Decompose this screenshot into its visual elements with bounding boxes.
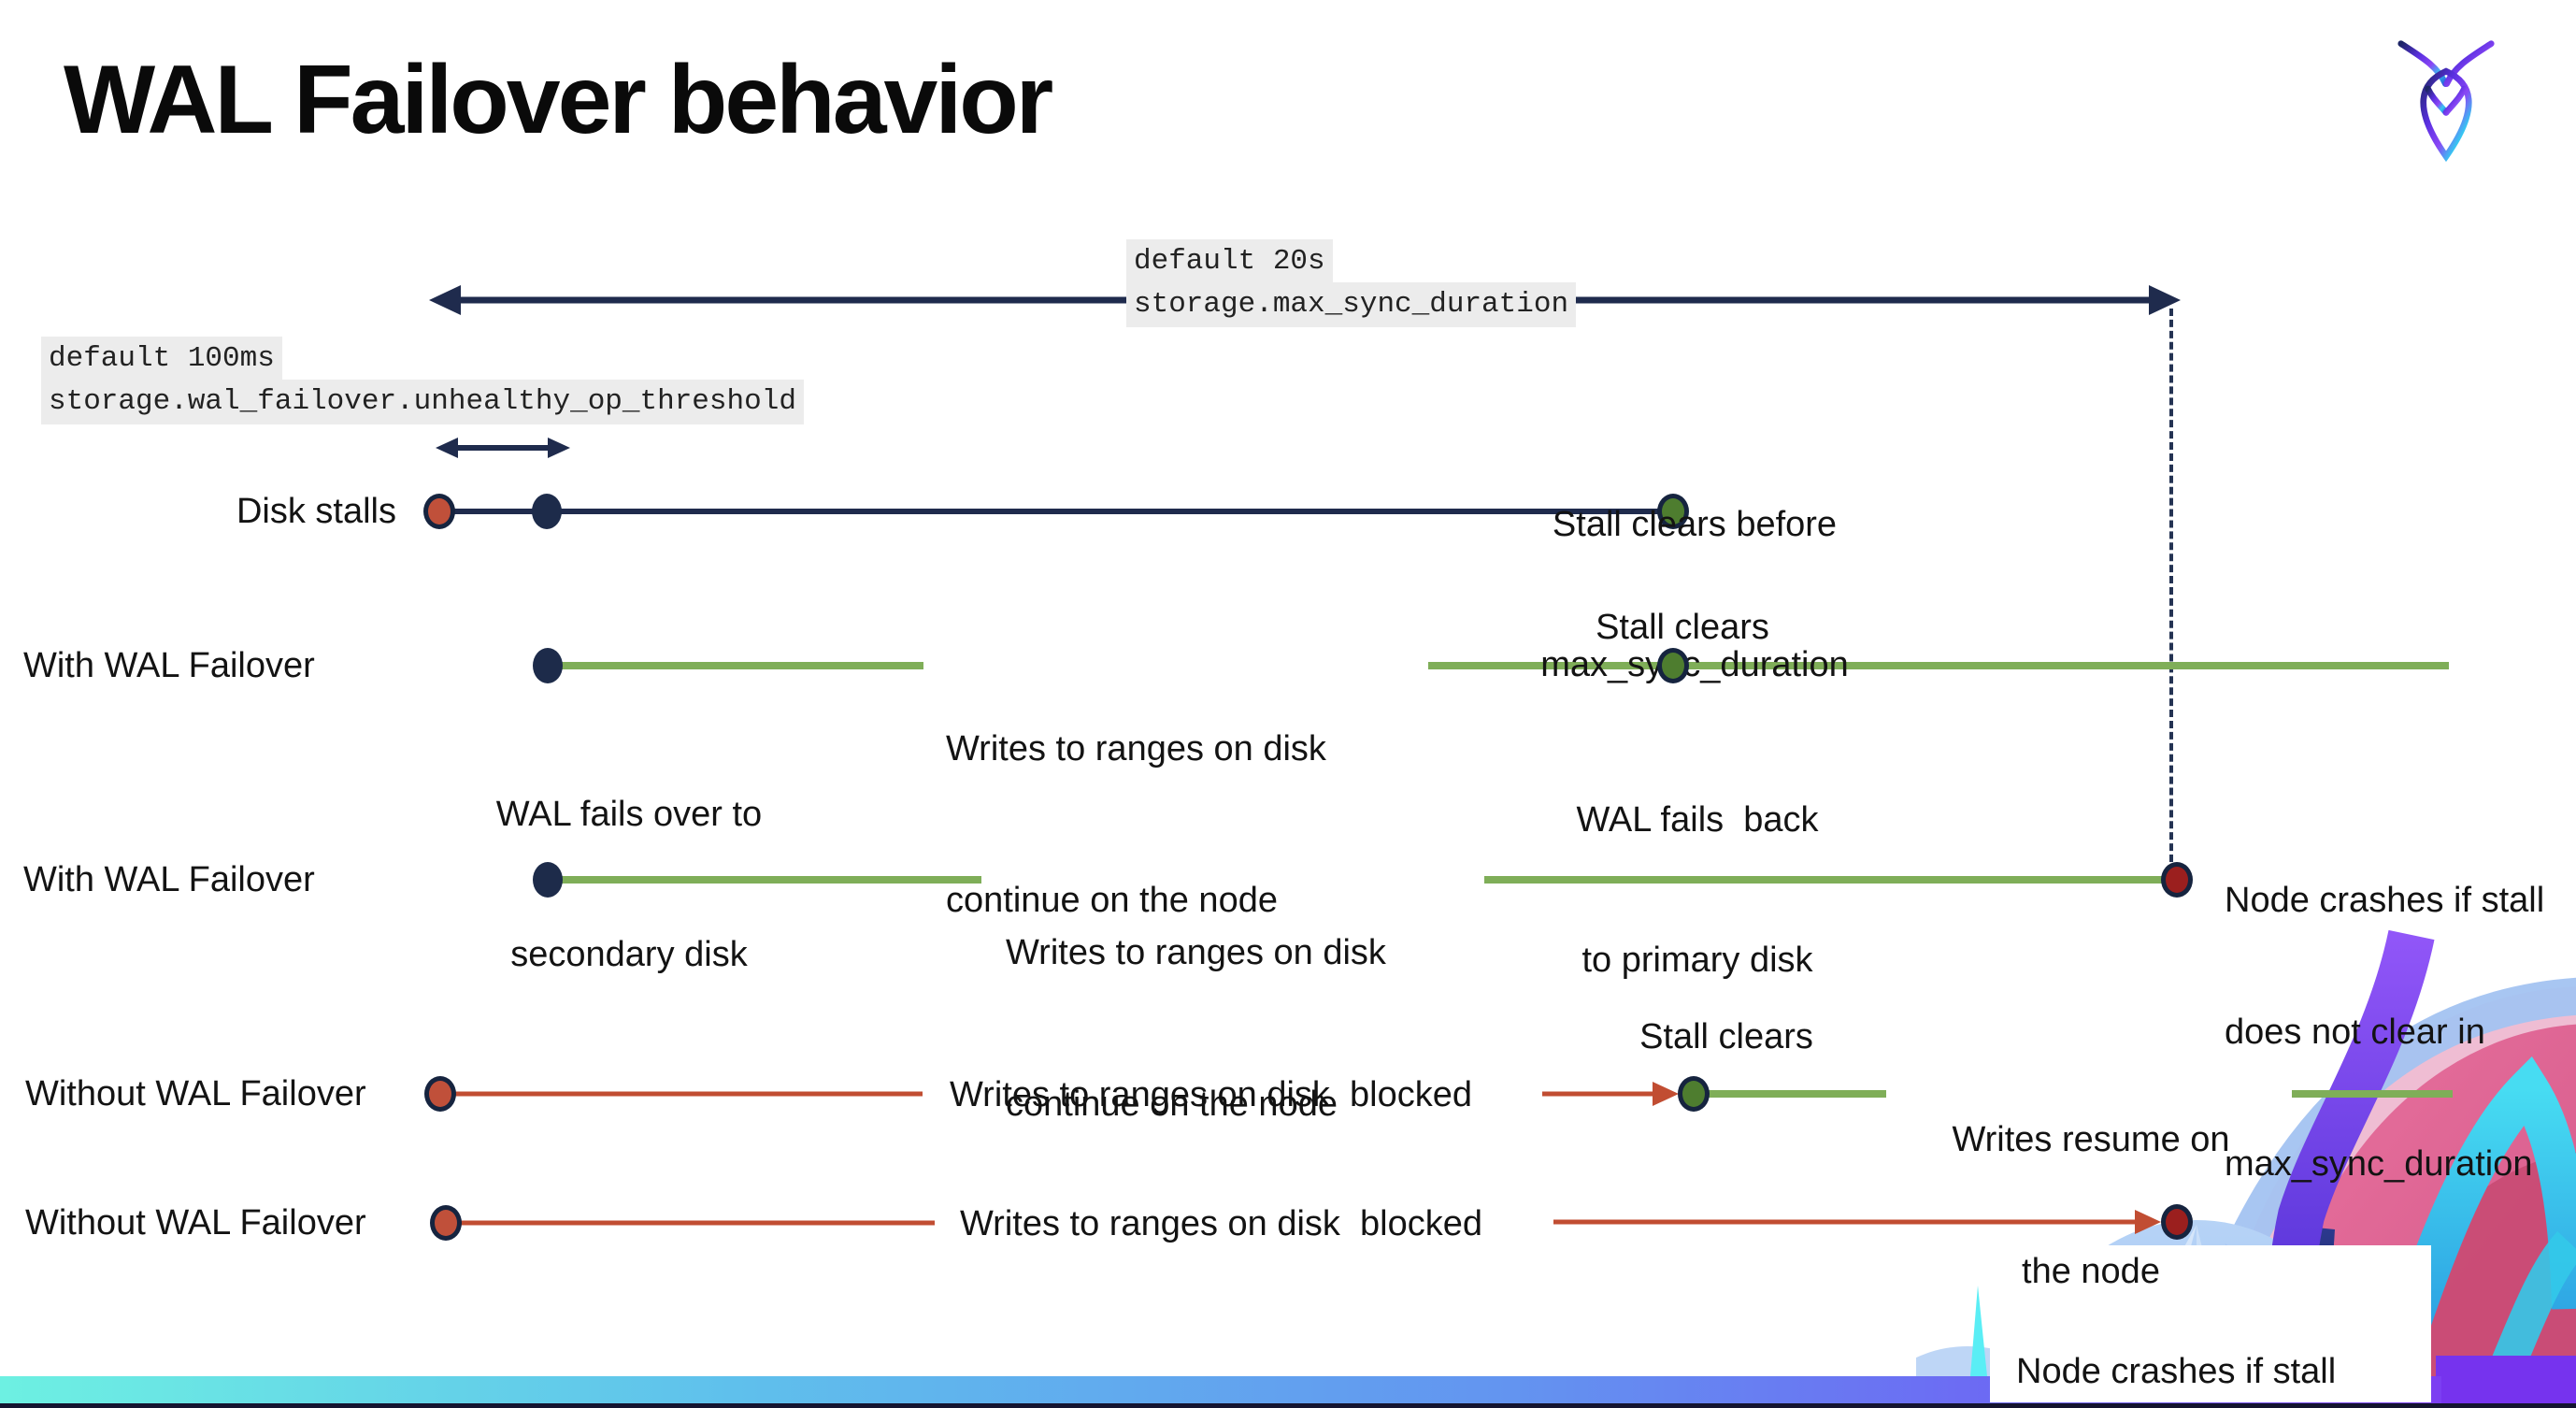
wal-fails-over-label: WAL fails over to secondary disk bbox=[496, 697, 762, 1071]
stall-clears-dot-row2 bbox=[1657, 648, 1689, 683]
green-segment-row3-b bbox=[1484, 876, 2170, 884]
node-crashes-callout-box bbox=[1990, 1245, 2431, 1402]
node-crash-dot-row3 bbox=[2161, 862, 2193, 898]
wal-fails-back-label: WAL fails back to primary disk bbox=[1576, 703, 1818, 1077]
max-sync-setting-label: storage.max_sync_duration bbox=[1126, 282, 1577, 327]
red-arrow-line-row5 bbox=[1553, 1219, 2135, 1225]
stall-clears-before-line1: Stall clears before bbox=[1552, 505, 1838, 544]
green-segment-row2-b bbox=[1428, 662, 2449, 669]
wal-fails-over-line1: WAL fails over to bbox=[495, 795, 763, 834]
writes-continue-row3-line2: continue on the node bbox=[1006, 1085, 1338, 1124]
small-arrowhead-right-icon bbox=[548, 438, 570, 458]
bottom-dark-strip bbox=[0, 1403, 2576, 1408]
writes-continue-row2-line1: Writes to ranges on disk bbox=[946, 729, 1326, 769]
arrowhead-right-icon bbox=[2149, 285, 2181, 315]
unhealthy-op-setting-label: storage.wal_failover.unhealthy_op_thresh… bbox=[41, 380, 804, 424]
stall-clears-label-row2: Stall clears bbox=[1596, 608, 1769, 647]
failover-dot-row3 bbox=[533, 862, 563, 898]
row-label-without-wal-failover-2: Without WAL Failover bbox=[25, 1203, 366, 1243]
arrowhead-left-icon bbox=[429, 285, 461, 315]
red-segment-row5 bbox=[446, 1220, 935, 1226]
small-arrowhead-left-icon bbox=[436, 438, 458, 458]
stall-clears-dot-row4 bbox=[1678, 1076, 1710, 1112]
writes-continue-label-row2: Writes to ranges on disk continue on the… bbox=[946, 623, 1326, 1027]
red-segment-row4 bbox=[440, 1091, 923, 1097]
node-crashes-label-row3: Node crashes if stall does not clear in … bbox=[2225, 791, 2544, 1274]
page-title: WAL Failover behavior bbox=[64, 46, 1053, 154]
deadline-dashed-line bbox=[2169, 309, 2173, 862]
red-arrowhead-row5-icon bbox=[2135, 1210, 2161, 1234]
row-label-with-wal-failover-1: With WAL Failover bbox=[23, 646, 315, 685]
node-crashes-label-row5: Node crashes if stall does not clear in … bbox=[2016, 1262, 2336, 1408]
green-segment-row3-a bbox=[551, 876, 981, 884]
row-label-without-wal-failover-1: Without WAL Failover bbox=[25, 1074, 366, 1113]
green-segment-row2-a bbox=[551, 662, 923, 669]
wal-fails-back-line2: to primary disk bbox=[1581, 941, 1813, 980]
row-label-disk-stalls: Disk stalls bbox=[236, 492, 396, 531]
stall-clears-before-line2: max_sync_duration bbox=[1540, 645, 1849, 684]
node-crashes-row5-line1: Node crashes if stall bbox=[2016, 1352, 2337, 1391]
stall-clears-dot bbox=[1657, 494, 1689, 529]
threshold-dot bbox=[532, 494, 562, 529]
writes-continue-row3-line1: Writes to ranges on disk bbox=[1006, 933, 1386, 972]
writes-resume-label: Writes resume on the node bbox=[1952, 1030, 2229, 1382]
row-label-with-wal-failover-2: With WAL Failover bbox=[23, 860, 315, 899]
cockroachdb-logo-icon bbox=[2397, 40, 2495, 163]
failover-dot-row2 bbox=[533, 648, 563, 683]
stall-clears-before-label: Stall clears before max_sync_duration bbox=[1540, 408, 1849, 782]
unhealthy-op-arrow-line bbox=[454, 445, 551, 451]
node-crashes-row3-line2: does not clear in bbox=[2225, 1013, 2485, 1052]
green-segment-row4-b bbox=[2292, 1090, 2453, 1098]
wal-fails-over-line2: secondary disk bbox=[510, 935, 748, 974]
writes-continue-row2-line2: continue on the node bbox=[946, 881, 1278, 920]
red-arrowhead-row4-icon bbox=[1653, 1082, 1679, 1106]
node-crashes-row3-line3: max_sync_duration bbox=[2225, 1144, 2533, 1184]
max-sync-default-label: default 20s bbox=[1126, 239, 1333, 284]
green-segment-row4-a bbox=[1709, 1090, 1886, 1098]
stall-start-dot-row4 bbox=[424, 1076, 456, 1112]
node-crash-dot-row5 bbox=[2161, 1204, 2193, 1240]
red-arrow-line-row4 bbox=[1542, 1091, 1656, 1097]
wal-fails-back-line1: WAL fails back bbox=[1576, 800, 1819, 840]
stall-start-dot-row5 bbox=[430, 1205, 462, 1241]
stall-start-dot bbox=[423, 494, 455, 529]
writes-resume-line2: the node bbox=[2022, 1252, 2160, 1291]
writes-continue-label-row3: Writes to ranges on disk continue on the… bbox=[1006, 826, 1386, 1230]
writes-blocked-label-row4: Writes to ranges on disk blocked bbox=[950, 1075, 1473, 1114]
unhealthy-op-default-label: default 100ms bbox=[41, 337, 282, 381]
writes-resume-line1: Writes resume on bbox=[1952, 1120, 2230, 1159]
writes-blocked-label-row5: Writes to ranges on disk blocked bbox=[960, 1204, 1483, 1243]
node-crashes-row3-line1: Node crashes if stall bbox=[2225, 881, 2545, 920]
disk-stall-timeline bbox=[439, 509, 1673, 514]
stall-clears-label-row4: Stall clears bbox=[1639, 1017, 1813, 1056]
